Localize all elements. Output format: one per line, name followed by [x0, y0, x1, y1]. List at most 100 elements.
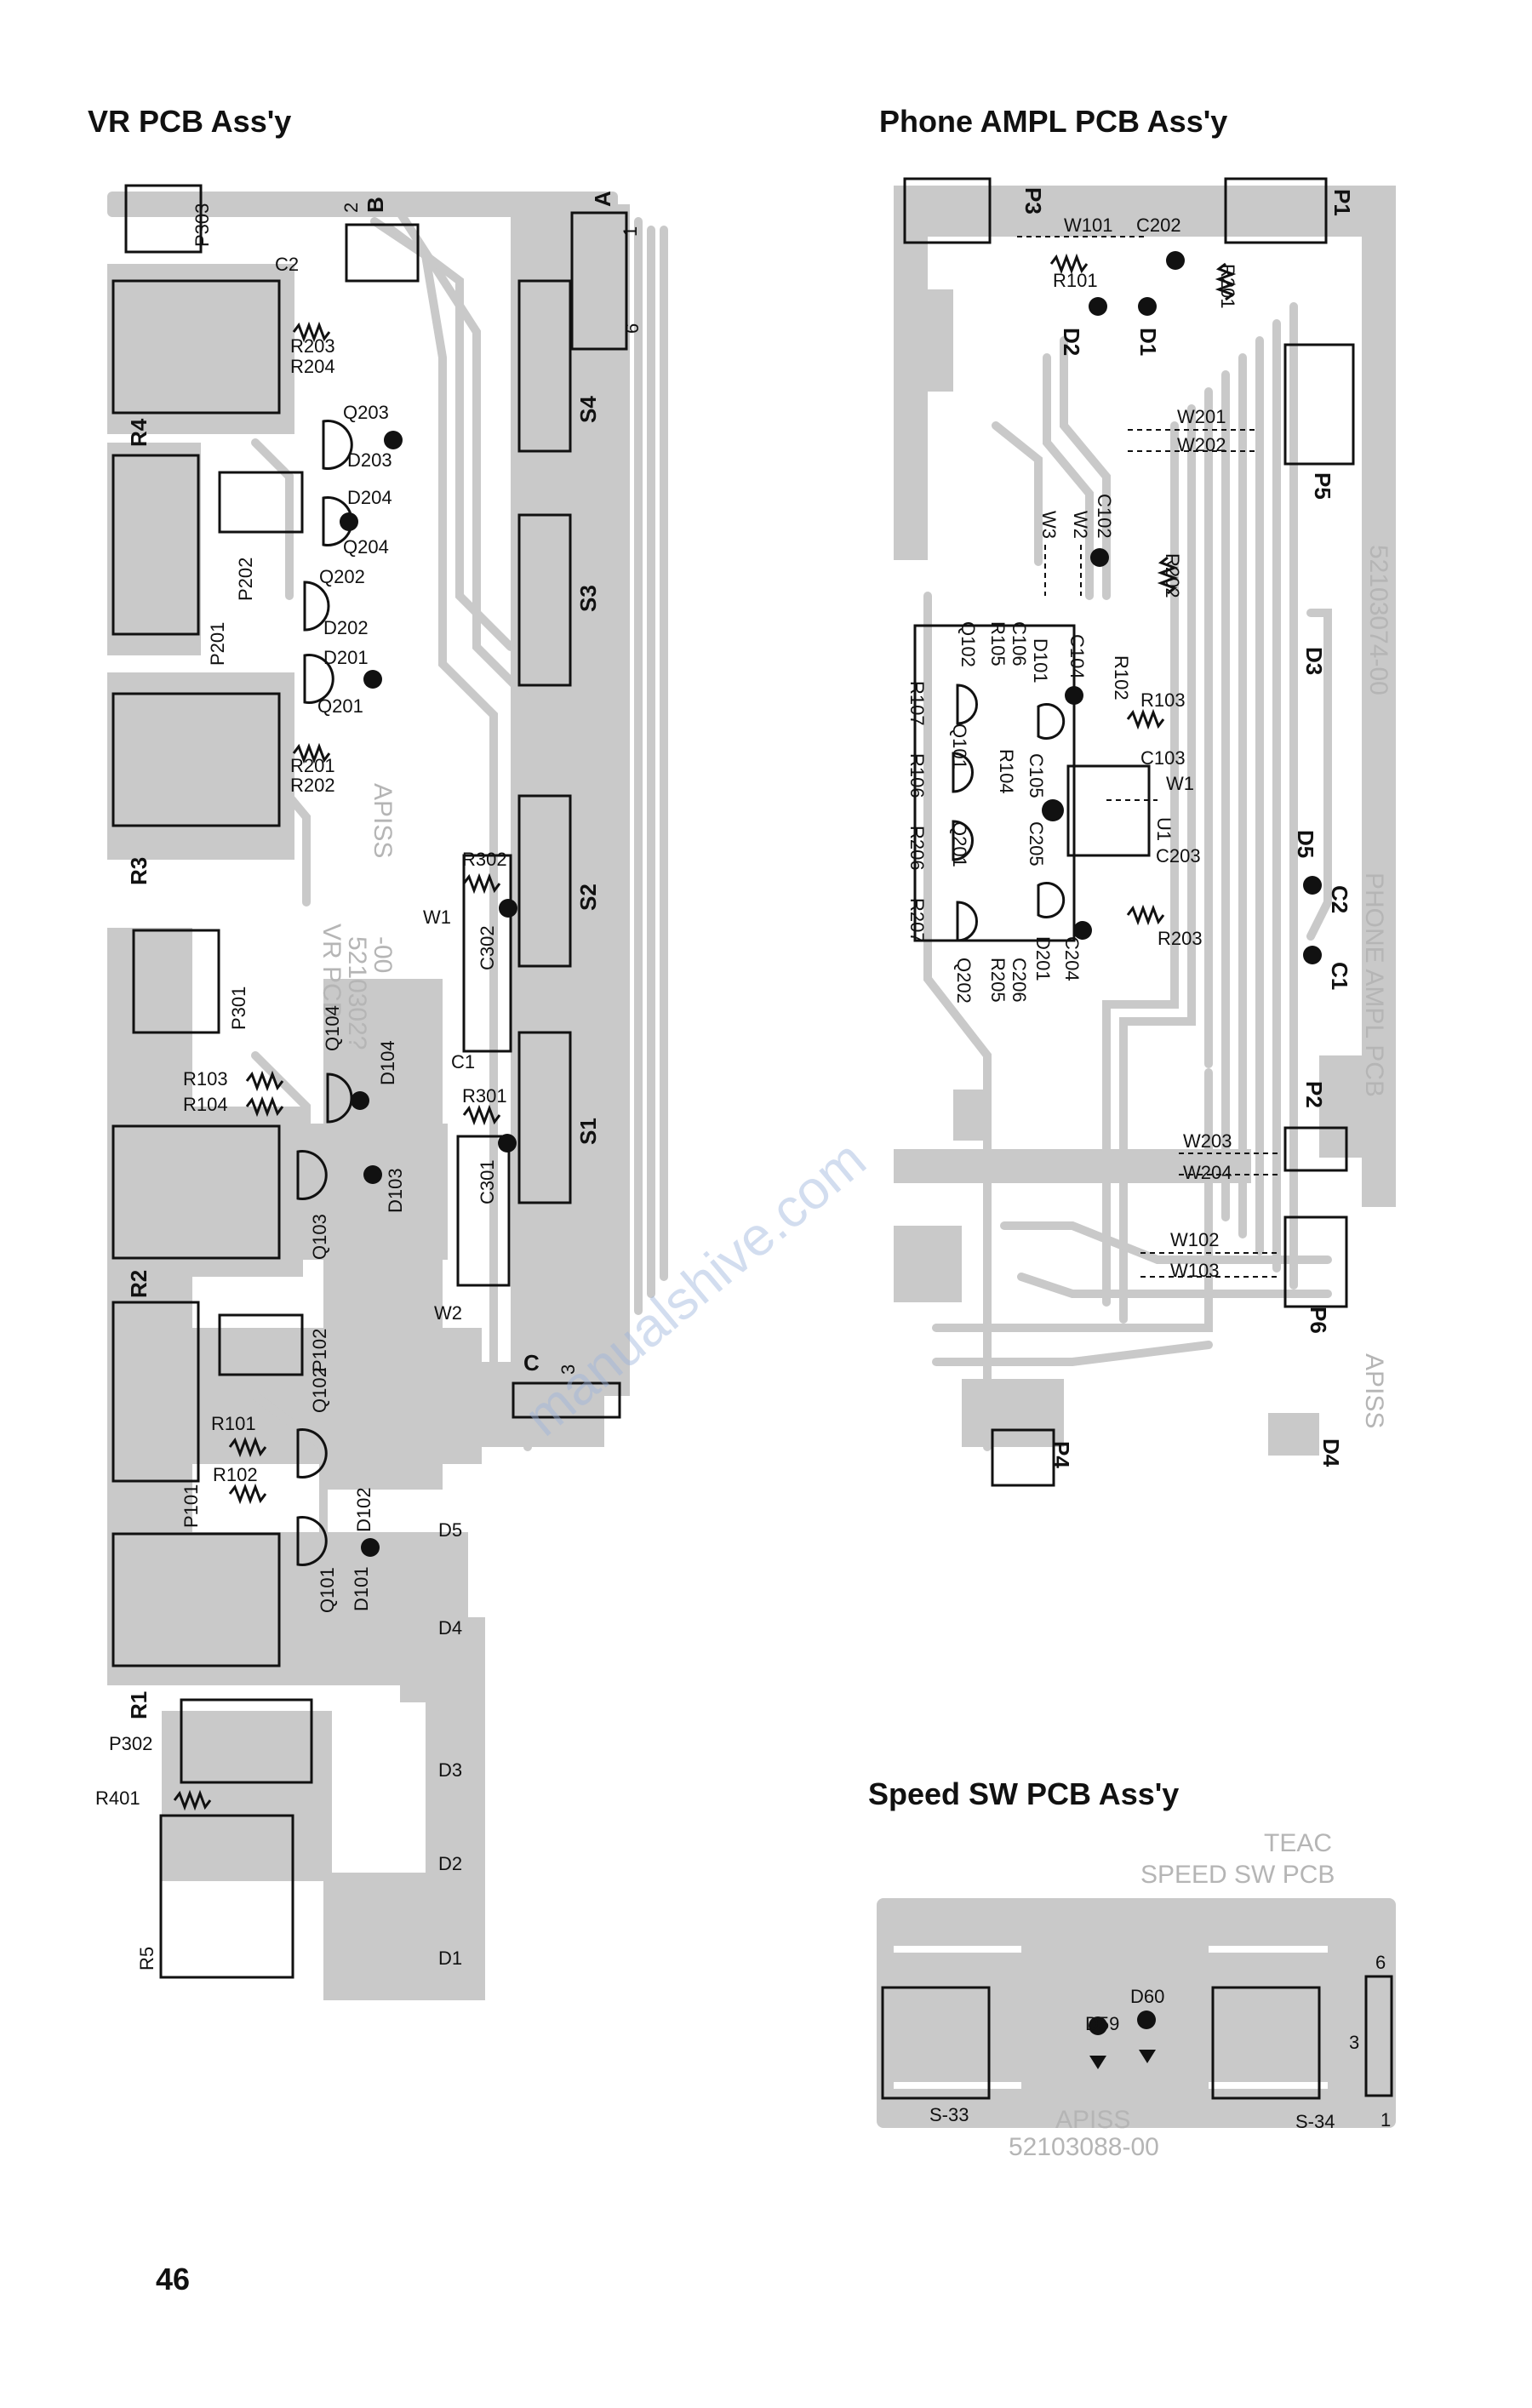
label-p303: P303	[192, 203, 213, 247]
label-phone-d4: D4	[1318, 1439, 1344, 1467]
label-r203: R203	[290, 335, 335, 357]
page-number: 46	[156, 2262, 191, 2296]
label-phone-c205: C205	[1026, 821, 1047, 867]
label-s2: S2	[575, 884, 601, 911]
vr-pcb-board: VR PCB 5210302? -00 APISS	[107, 184, 668, 2000]
label-phone-r101: R101	[1053, 270, 1098, 291]
label-d104: D104	[377, 1040, 398, 1085]
label-phone-d2: D2	[1059, 328, 1084, 356]
label-phone-c203: C203	[1156, 845, 1201, 867]
label-phone-w101: W101	[1064, 214, 1112, 236]
label-phone-d3: D3	[1301, 647, 1327, 675]
label-p101: P101	[180, 1484, 202, 1528]
label-phone-d201: D201	[1032, 936, 1054, 981]
label-phone-p5: P5	[1310, 472, 1335, 500]
label-c301: C301	[477, 1159, 498, 1204]
label-p202: P202	[235, 558, 256, 601]
vr-silk-name: VR PCB	[317, 924, 346, 1019]
label-2: 2	[340, 203, 362, 213]
label-r204: R204	[290, 356, 335, 377]
label-phone-r205: R205	[987, 958, 1009, 1003]
label-s3: S3	[575, 585, 601, 612]
label-phone-w1: W1	[1166, 773, 1194, 794]
label-d4: D4	[438, 1617, 462, 1639]
label-d5: D5	[438, 1519, 462, 1541]
label-phone-u1: U1	[1153, 817, 1175, 841]
label-phone-c102: C102	[1094, 494, 1115, 539]
label-phone-p4: P4	[1049, 1441, 1074, 1468]
label-phone-w102: W102	[1170, 1229, 1219, 1250]
label-phone-w2: W2	[1070, 511, 1091, 539]
label-r3: R3	[126, 857, 151, 885]
label-q101: Q101	[317, 1567, 338, 1613]
label-q104: Q104	[322, 1005, 343, 1051]
label-phone-p2: P2	[1301, 1081, 1327, 1108]
label-3: 3	[557, 1364, 579, 1375]
speed-silk-brand: TEAC	[1264, 1829, 1332, 1857]
label-a: A	[590, 191, 615, 207]
label-q201: Q201	[317, 695, 363, 717]
label-w2: W2	[434, 1302, 462, 1324]
label-speed-d59: D59	[1085, 2013, 1119, 2034]
vr-labels: P303 B 2 A 1 6 C2 R203 R204 R4 Q203 D203…	[95, 191, 643, 1970]
label-speed-1: 1	[1381, 2109, 1391, 2131]
label-r102: R102	[213, 1464, 258, 1485]
label-phone-r105: R105	[987, 621, 1009, 666]
label-s4: S4	[575, 396, 601, 423]
label-b: B	[363, 197, 388, 213]
label-phone-q102: Q102	[958, 621, 979, 667]
label-r202: R202	[290, 775, 335, 796]
label-phone-r203: R203	[1158, 928, 1203, 949]
label-speed-6: 6	[1375, 1952, 1386, 1973]
label-d102: D102	[353, 1487, 374, 1532]
label-phone-q201: Q201	[949, 821, 970, 867]
phone-ampl-pcb-title: Phone AMPL PCB Ass'y	[879, 104, 1228, 139]
label-speed-s33: S-33	[929, 2104, 969, 2125]
label-phone-c105: C105	[1026, 753, 1047, 798]
label-phone-r207: R207	[906, 898, 928, 943]
label-phone-r201: R201	[1217, 264, 1238, 309]
label-phone-c103: C103	[1140, 747, 1186, 769]
label-d201: D201	[323, 647, 369, 668]
label-d204: D204	[347, 487, 392, 508]
label-phone-d5: D5	[1293, 830, 1318, 858]
label-phone-r206: R206	[906, 826, 928, 871]
label-phone-d1: D1	[1135, 328, 1161, 356]
label-s1: S1	[575, 1118, 601, 1145]
label-c302: C302	[477, 925, 498, 970]
label-phone-w201: W201	[1177, 406, 1226, 427]
label-phone-d101: D101	[1030, 638, 1051, 684]
label-phone-c2: C2	[1327, 885, 1352, 913]
label-d101: D101	[351, 1566, 372, 1611]
label-phone-c104: C104	[1066, 634, 1088, 679]
label-phone-q202: Q202	[953, 958, 975, 1004]
label-d103: D103	[385, 1168, 406, 1213]
phone-ampl-pcb-board: 52103074-00 PHONE AMPL PCB APISS	[894, 177, 1396, 1487]
label-phone-c202: C202	[1136, 214, 1181, 236]
label-r2: R2	[126, 1270, 151, 1298]
label-w1: W1	[423, 907, 451, 928]
label-r101: R101	[211, 1413, 256, 1434]
label-q204: Q204	[343, 536, 389, 558]
label-phone-r102: R102	[1111, 655, 1132, 701]
label-q202: Q202	[319, 566, 365, 587]
label-r401: R401	[95, 1787, 140, 1809]
label-1: 1	[620, 226, 641, 237]
label-phone-r106: R106	[906, 753, 928, 798]
label-d1: D1	[438, 1948, 462, 1969]
speed-labels: D60 D59 6 3 1 S-33 S-34	[929, 1952, 1391, 2132]
label-phone-w103: W103	[1170, 1260, 1219, 1281]
label-speed-d60: D60	[1130, 1986, 1164, 2007]
label-c1: C1	[451, 1051, 475, 1072]
speed-silk-name: SPEED SW PCB	[1140, 1861, 1335, 1889]
speed-sw-pcb-board: TEAC SPEED SW PCB 52103088-00 APISS	[877, 1829, 1396, 2161]
label-c2: C2	[275, 254, 299, 275]
label-phone-p1: P1	[1329, 189, 1355, 216]
vr-pcb-title: VR PCB Ass'y	[88, 104, 292, 139]
label-phone-w202: W202	[1177, 434, 1226, 455]
label-d202: D202	[323, 617, 369, 638]
label-q103: Q103	[309, 1214, 330, 1260]
label-r301: R301	[462, 1085, 507, 1107]
vr-silk-rev: -00	[369, 936, 397, 973]
speed-silk-number: 52103088-00	[1009, 2133, 1159, 2161]
